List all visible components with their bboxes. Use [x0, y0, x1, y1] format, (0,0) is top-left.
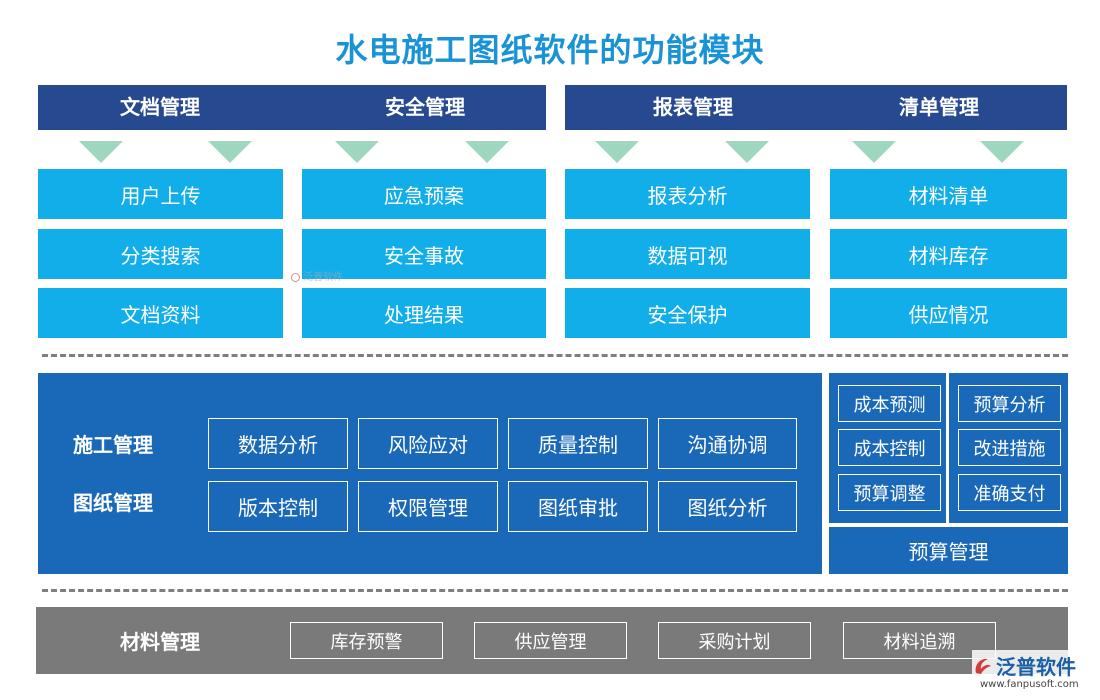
cell-safety-protect: 安全保护	[565, 288, 810, 338]
label-construction-mgmt: 施工管理	[73, 433, 153, 457]
box-data-analysis: 数据分析	[208, 418, 348, 469]
cell-supply-status: 供应情况	[830, 288, 1067, 338]
dashed-divider	[42, 589, 1068, 592]
box-quality-control: 质量控制	[508, 418, 648, 469]
watermark-logo-icon	[291, 272, 300, 282]
box-accurate-payment: 准确支付	[958, 474, 1061, 511]
down-arrow-icon	[725, 141, 769, 163]
cell-user-upload: 用户上传	[38, 169, 283, 219]
dashed-divider	[42, 354, 1068, 357]
brand-logo-icon	[975, 658, 991, 674]
label-material-mgmt: 材料管理	[120, 630, 200, 654]
brand-logo	[972, 650, 1092, 694]
box-permission-mgmt: 权限管理	[358, 481, 498, 532]
cell-doc-materials: 文档资料	[38, 288, 283, 338]
header-report-mgmt: 报表管理	[653, 95, 733, 119]
cell-report-analysis: 报表分析	[565, 169, 810, 219]
down-arrow-icon	[79, 141, 123, 163]
header-doc-mgmt: 文档管理	[120, 95, 200, 119]
bottom-panel	[36, 607, 1068, 674]
budget-panel-divider	[946, 373, 949, 523]
down-arrow-icon	[465, 141, 509, 163]
cell-safety-accident: 安全事故	[302, 229, 546, 279]
box-stock-alert: 库存预警	[290, 622, 443, 659]
box-cost-control: 成本控制	[838, 429, 941, 466]
header-bar-right	[565, 85, 1067, 130]
down-arrow-icon	[208, 141, 252, 163]
cell-emergency-plan: 应急预案	[302, 169, 546, 219]
down-arrow-icon	[852, 141, 896, 163]
box-version-control: 版本控制	[208, 481, 348, 532]
cell-material-stock: 材料库存	[830, 229, 1067, 279]
box-drawing-approval: 图纸审批	[508, 481, 648, 532]
watermark: 泛普软件	[291, 268, 343, 286]
header-list-mgmt: 清单管理	[899, 95, 979, 119]
mid-panel	[38, 373, 822, 574]
box-budget-analysis: 预算分析	[958, 385, 1061, 422]
box-improvement: 改进措施	[958, 429, 1061, 466]
cell-category-search: 分类搜索	[38, 229, 283, 279]
cell-data-visual: 数据可视	[565, 229, 810, 279]
box-risk-response: 风险应对	[358, 418, 498, 469]
down-arrow-icon	[335, 141, 379, 163]
cell-material-list: 材料清单	[830, 169, 1067, 219]
header-safety-mgmt: 安全管理	[385, 95, 465, 119]
box-drawing-analysis: 图纸分析	[658, 481, 797, 532]
brand-logo-text: 泛普软件	[996, 655, 1076, 679]
box-purchase-plan: 采购计划	[658, 622, 811, 659]
header-bar-left	[38, 85, 546, 130]
label-budget-mgmt: 预算管理	[829, 527, 1068, 574]
box-cost-forecast: 成本预测	[838, 385, 941, 422]
label-drawing-mgmt: 图纸管理	[73, 491, 153, 515]
box-supply-mgmt: 供应管理	[474, 622, 627, 659]
page-title: 水电施工图纸软件的功能模块	[335, 31, 765, 69]
brand-logo-url: www.fanpusoft.com	[980, 679, 1079, 690]
down-arrow-icon	[595, 141, 639, 163]
box-material-trace: 材料追溯	[843, 622, 996, 659]
down-arrow-icon	[980, 141, 1024, 163]
box-communication: 沟通协调	[658, 418, 797, 469]
cell-handling-result: 处理结果	[302, 288, 546, 338]
box-budget-adjust: 预算调整	[838, 474, 941, 511]
